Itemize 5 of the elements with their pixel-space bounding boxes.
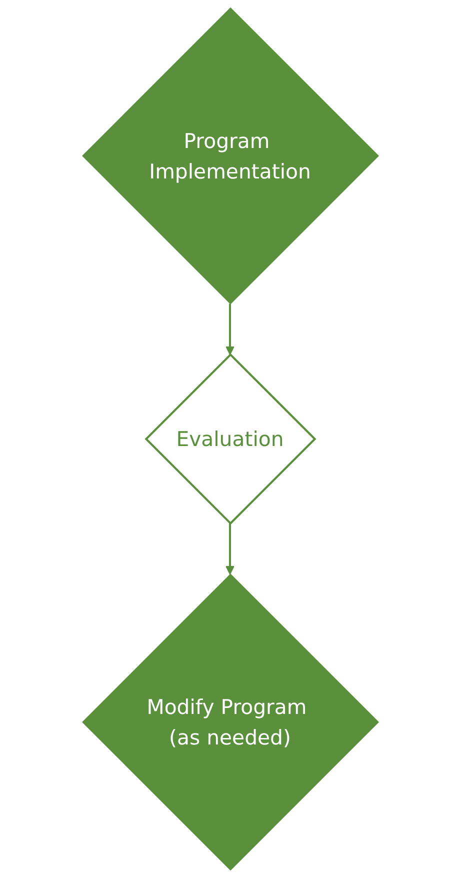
node-diamond: Evaluation: [144, 353, 316, 525]
arrow: [226, 304, 234, 356]
arrow: [226, 523, 234, 575]
node-diamond: Program Implementation: [82, 7, 379, 304]
node-diamond: Modify Program (as needed): [82, 574, 379, 871]
